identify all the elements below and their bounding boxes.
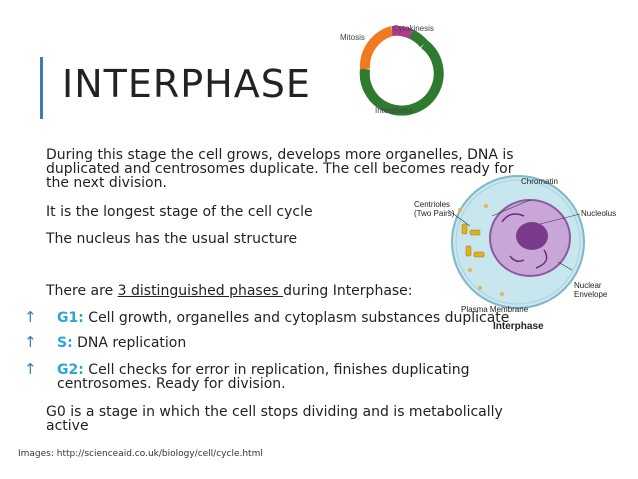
phase-s: S: DNA replication xyxy=(57,336,186,351)
phase-g1-text: Cell growth, organelles and cytoplasm su… xyxy=(83,310,510,326)
interphase-cell-diagram xyxy=(447,175,585,309)
cell-nucleolus xyxy=(516,222,548,250)
longest-stage-text: It is the longest stage of the cell cycl… xyxy=(46,204,313,220)
cycle-label-interphase: Interphase xyxy=(375,106,413,115)
cycle-mitosis-arc xyxy=(359,26,394,70)
label-plasma-membrane: Plasma Membrane xyxy=(461,305,529,314)
nucleus-text: The nucleus has the usual structure xyxy=(46,231,298,247)
label-nucleolus: Nucleolus xyxy=(581,209,617,218)
label-centrioles: Centrioles (Two Pairs) xyxy=(414,200,455,218)
phases-intro: There are 3 distinguished phases during … xyxy=(46,284,413,299)
phase-s-text: DNA replication xyxy=(72,335,187,351)
label-nuclear-envelope: Nuclear Envelope xyxy=(574,281,608,299)
cycle-label-cytokinesis: Cytokinesis xyxy=(393,24,434,33)
phases-intro-pre: There are xyxy=(46,283,118,299)
phase-g2: G2: Cell checks for error in replication… xyxy=(57,363,470,378)
image-credit: Images: http://scienceaid.co.uk/biology/… xyxy=(18,449,263,459)
title-accent-bar xyxy=(40,57,43,119)
phase-g2-key: G2: xyxy=(57,362,84,378)
intro-line-3: the next division. xyxy=(46,175,167,191)
cycle-label-mitosis: Mitosis xyxy=(340,33,365,42)
arrow-up-icon: ↑ xyxy=(24,360,37,378)
label-interphase-caption: Interphase xyxy=(493,321,544,332)
arrow-up-icon: ↑ xyxy=(24,308,37,326)
phases-intro-post: during Interphase: xyxy=(283,283,413,299)
g0-line-1: G0 is a stage in which the cell stops di… xyxy=(46,404,503,420)
centrioles xyxy=(461,223,485,258)
label-chromatin: Chromatin xyxy=(521,177,558,186)
phase-g2-cont: centrosomes. Ready for division. xyxy=(57,376,286,392)
slide-title: INTERPHASE xyxy=(62,62,311,106)
g0-line-2: active xyxy=(46,418,89,434)
cell-cycle-diagram xyxy=(359,25,444,116)
intro-line-2: duplicated and centrosomes duplicate. Th… xyxy=(46,161,514,177)
phase-g1-key: G1: xyxy=(57,310,84,326)
phases-intro-link: 3 distinguished phases xyxy=(117,283,284,299)
arrow-up-icon: ↑ xyxy=(24,333,37,351)
intro-line-1: During this stage the cell grows, develo… xyxy=(46,147,514,163)
cycle-interphase-arc xyxy=(359,40,444,116)
phase-g2-text: Cell checks for error in replication, fi… xyxy=(83,362,470,378)
cycle-cytokinesis-arc xyxy=(391,25,414,39)
phase-g1: G1: Cell growth, organelles and cytoplas… xyxy=(57,311,509,326)
phase-s-key: S: xyxy=(57,335,73,351)
